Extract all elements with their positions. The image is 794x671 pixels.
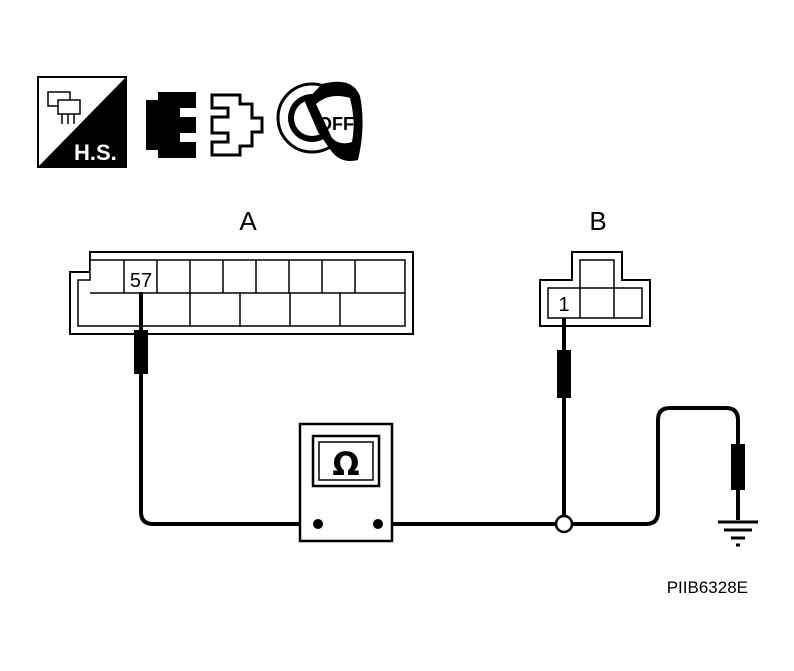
ignition-key-off-icon: OFF xyxy=(276,81,363,161)
connector-a xyxy=(69,251,414,335)
ground-icon xyxy=(718,520,758,547)
connector-b-label: B xyxy=(589,206,606,236)
ground-probe xyxy=(731,444,745,490)
ohm-symbol-icon: Ω xyxy=(332,445,359,483)
connector-disconnect-icon xyxy=(146,92,264,158)
ignition-off-text: OFF xyxy=(318,114,354,134)
ohmmeter xyxy=(298,422,394,543)
harness-connector-icon: H.S. xyxy=(37,76,127,168)
connector-b xyxy=(539,251,651,327)
connector-a-label: A xyxy=(239,206,257,236)
connector-b-pin-label: 1 xyxy=(558,294,569,316)
harness-icon-text: H.S. xyxy=(74,140,117,165)
figure-code: PIIB6328E xyxy=(667,578,748,597)
probe-a xyxy=(134,330,148,374)
probe-b xyxy=(557,350,571,398)
junction-node xyxy=(554,514,574,534)
connector-a-pin-label: 57 xyxy=(130,270,152,292)
